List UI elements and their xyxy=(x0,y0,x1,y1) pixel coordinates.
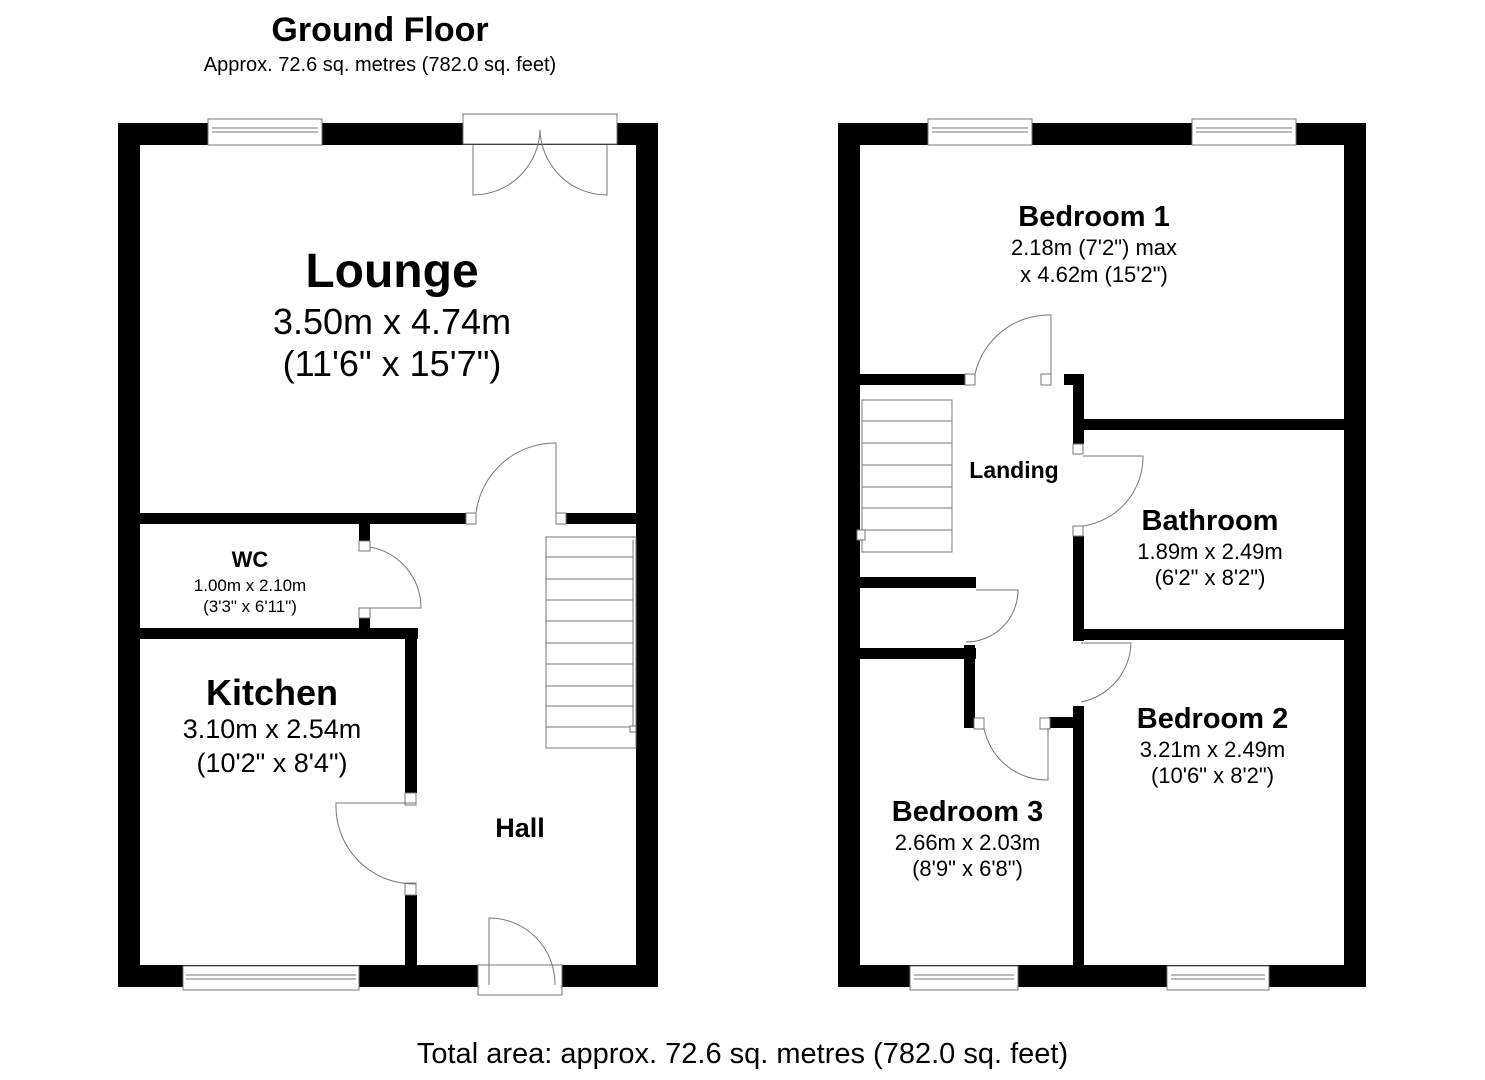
room-dimensions-imperial: (6'2" x 8'2") xyxy=(1154,565,1266,590)
room-dimensions-line2: x 4.62m (15'2") xyxy=(1020,262,1168,287)
room-name: Bathroom xyxy=(1141,505,1279,537)
room-dimensions-metric: 3.21m x 2.49m xyxy=(1139,737,1286,762)
room-dimensions-imperial: (3'3" x 6'11") xyxy=(203,597,297,616)
room-landing: Landing xyxy=(969,457,1059,483)
room-name: Kitchen xyxy=(205,672,338,713)
room-name: WC xyxy=(231,547,269,572)
room-name: Lounge xyxy=(305,245,479,298)
window xyxy=(1166,965,1270,991)
room-hall: Hall xyxy=(495,813,545,843)
room-name: Bedroom 1 xyxy=(1018,201,1170,233)
window xyxy=(182,965,360,991)
room-dimensions-metric: 1.00m x 2.10m xyxy=(193,576,307,595)
room-dimensions-imperial: (11'6" x 15'7") xyxy=(282,343,502,384)
room-dimensions-imperial: (8'9" x 6'8") xyxy=(912,856,1023,881)
room-dimensions-imperial: (10'2" x 8'4") xyxy=(196,748,348,778)
room-name: Bedroom 3 xyxy=(891,796,1044,828)
floor-area-subtitle: Approx. 72.6 sq. metres (782.0 sq. feet) xyxy=(203,54,557,76)
ground-floor-fixtures xyxy=(182,113,637,996)
staircase xyxy=(861,399,953,553)
front-door-frame xyxy=(477,964,563,996)
room-dimensions-line1: 2.18m (7'2") max xyxy=(1010,235,1178,260)
room-dimensions-imperial: (10'6" x 8'2") xyxy=(1150,763,1275,788)
room-name: Bedroom 2 xyxy=(1136,703,1289,735)
room-dimensions-metric: 1.89m x 2.49m xyxy=(1137,539,1283,564)
room-dimensions-metric: 2.66m x 2.03m xyxy=(894,830,1041,855)
window xyxy=(909,965,1019,991)
room-dimensions-metric: 3.10m x 2.54m xyxy=(182,714,362,744)
room-dimensions-metric: 3.50m x 4.74m xyxy=(272,301,512,342)
first-floor-fixtures xyxy=(856,118,1297,991)
floor-title: Ground Floor xyxy=(271,11,489,49)
patio-door-frame xyxy=(462,113,618,145)
total-area-footer: Total area: approx. 72.6 sq. metres (782… xyxy=(416,1038,1069,1070)
